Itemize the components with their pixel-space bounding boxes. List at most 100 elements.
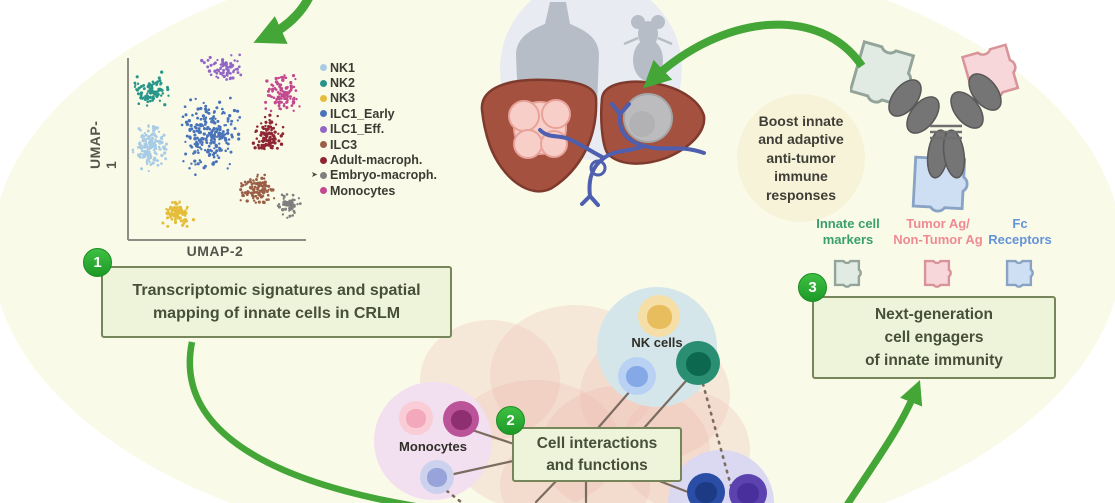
umap-dot-Adult-macroph. bbox=[260, 132, 263, 135]
legend-item: ILC3 bbox=[311, 137, 437, 152]
umap-dot-ILC3 bbox=[240, 182, 243, 185]
umap-dot-Monocytes bbox=[281, 90, 284, 93]
cell-group-label: Monocytes bbox=[399, 439, 467, 454]
umap-dot-ILC3 bbox=[239, 188, 243, 192]
umap-dot-ILC3 bbox=[263, 173, 267, 177]
cell-nucleus bbox=[647, 305, 672, 329]
umap-dot-ILC3 bbox=[242, 194, 245, 198]
umap-dot-NK1 bbox=[146, 147, 149, 150]
umap-dot-ILC1_Early bbox=[193, 133, 197, 137]
umap-dot-NK1 bbox=[158, 148, 162, 151]
umap-dot-ILC1_Early bbox=[214, 160, 218, 164]
umap-dot-ILC1_Early bbox=[215, 135, 219, 139]
umap-dot-NK2 bbox=[152, 92, 156, 96]
umap-dot-NK1 bbox=[131, 151, 135, 154]
umap-dot-NK1 bbox=[145, 160, 149, 164]
umap-dot-ILC3 bbox=[248, 185, 253, 190]
umap-dot-Monocytes bbox=[284, 76, 288, 80]
umap-dot-ILC1_Early bbox=[213, 121, 217, 125]
umap-dot-Adult-macroph. bbox=[267, 139, 272, 143]
umap-dot-Monocytes bbox=[292, 109, 295, 113]
umap-dot-Embryo-macroph. bbox=[297, 197, 301, 200]
cell-nucleus bbox=[450, 409, 472, 430]
umap-dot-ILC1_Early bbox=[230, 119, 234, 123]
umap-dot-ILC1_Eff. bbox=[236, 71, 240, 75]
umap-dot-NK1 bbox=[146, 150, 150, 154]
umap-dot-ILC1_Early bbox=[208, 153, 212, 156]
umap-dot-Embryo-macroph. bbox=[293, 211, 296, 214]
umap-dot-NK1 bbox=[155, 135, 158, 138]
umap-dot-ILC1_Early bbox=[217, 100, 222, 104]
umap-dot-ILC1_Early bbox=[215, 127, 219, 130]
legend-item: NK2 bbox=[311, 75, 437, 90]
umap-dot-Embryo-macroph. bbox=[292, 203, 296, 207]
umap-dot-NK1 bbox=[143, 131, 146, 135]
umap-dot-NK3 bbox=[175, 202, 179, 206]
umap-dot-NK2 bbox=[146, 100, 150, 104]
umap-dot-ILC1_Early bbox=[213, 147, 216, 150]
umap-dot-ILC1_Early bbox=[226, 167, 229, 170]
umap-dot-NK3 bbox=[185, 224, 189, 228]
umap-dot-NK3 bbox=[169, 205, 173, 209]
umap-dot-ILC1_Eff. bbox=[219, 63, 222, 66]
umap-dot-ILC1_Early bbox=[213, 133, 216, 136]
umap-dot-NK1 bbox=[162, 145, 166, 148]
umap-dot-ILC3 bbox=[257, 191, 261, 195]
umap-dot-Embryo-macroph. bbox=[281, 208, 285, 212]
umap-dot-Monocytes bbox=[278, 100, 282, 104]
umap-dot-Adult-macroph. bbox=[263, 147, 266, 151]
umap-dot-ILC1_Early bbox=[224, 149, 227, 153]
umap-dot-Adult-macroph. bbox=[263, 115, 267, 119]
legend-color-dot bbox=[320, 94, 327, 102]
umap-dot-ILC1_Early bbox=[208, 127, 212, 131]
umap-dot-ILC1_Early bbox=[206, 150, 210, 154]
umap-dot-Embryo-macroph. bbox=[298, 202, 302, 205]
umap-dot-Monocytes bbox=[266, 89, 270, 93]
umap-dot-ILC1_Early bbox=[229, 150, 233, 154]
umap-dot-Monocytes bbox=[298, 105, 301, 108]
umap-dot-NK1 bbox=[131, 148, 135, 152]
umap-dot-NK3 bbox=[178, 209, 182, 213]
cell-icon bbox=[729, 474, 767, 503]
umap-dot-NK1 bbox=[160, 135, 164, 139]
umap-dot-ILC1_Early bbox=[204, 116, 208, 119]
umap-dot-ILC1_Early bbox=[236, 132, 241, 136]
umap-dot-Adult-macroph. bbox=[264, 124, 267, 128]
umap-dot-ILC1_Early bbox=[221, 110, 225, 114]
cell-icon bbox=[676, 341, 720, 385]
umap-dot-NK1 bbox=[144, 133, 148, 137]
umap-dot-ILC1_Eff. bbox=[213, 61, 217, 65]
umap-dot-ILC1_Early bbox=[218, 148, 221, 152]
umap-dot-Embryo-macroph. bbox=[284, 207, 288, 211]
umap-dot-Embryo-macroph. bbox=[283, 196, 286, 199]
umap-dot-ILC1_Early bbox=[190, 162, 193, 165]
umap-dot-Monocytes bbox=[283, 97, 286, 100]
umap-dot-NK2 bbox=[154, 81, 157, 85]
umap-dot-ILC1_Early bbox=[192, 152, 195, 155]
umap-dot-ILC1_Early bbox=[226, 131, 230, 135]
umap-dot-Monocytes bbox=[283, 93, 287, 97]
umap-dot-ILC1_Early bbox=[202, 132, 206, 136]
umap-dot-ILC1_Early bbox=[228, 96, 232, 100]
umap-dot-ILC1_Early bbox=[191, 113, 194, 117]
umap-dot-NK1 bbox=[142, 134, 146, 138]
umap-dot-NK1 bbox=[156, 163, 160, 167]
umap-dot-NK1 bbox=[139, 152, 143, 156]
umap-dot-Monocytes bbox=[277, 104, 281, 108]
umap-dot-NK1 bbox=[141, 133, 144, 137]
umap-dot-Adult-macroph. bbox=[269, 144, 272, 147]
umap-dot-ILC1_Early bbox=[197, 127, 201, 131]
umap-dot-NK3 bbox=[165, 207, 168, 211]
umap-dot-NK2 bbox=[135, 88, 139, 92]
umap-dot-Monocytes bbox=[285, 93, 289, 97]
umap-dot-ILC3 bbox=[250, 182, 254, 186]
legend-item: ILC1_Early bbox=[311, 106, 437, 121]
umap-dot-ILC1_Early bbox=[218, 136, 222, 140]
umap-dot-ILC3 bbox=[240, 191, 244, 195]
umap-dot-NK1 bbox=[164, 148, 168, 151]
umap-dot-ILC1_Early bbox=[184, 140, 187, 144]
umap-dot-ILC3 bbox=[261, 188, 265, 192]
umap-dot-NK2 bbox=[156, 80, 160, 84]
umap-dot-ILC1_Eff. bbox=[223, 63, 227, 66]
umap-dot-Monocytes bbox=[286, 85, 289, 89]
